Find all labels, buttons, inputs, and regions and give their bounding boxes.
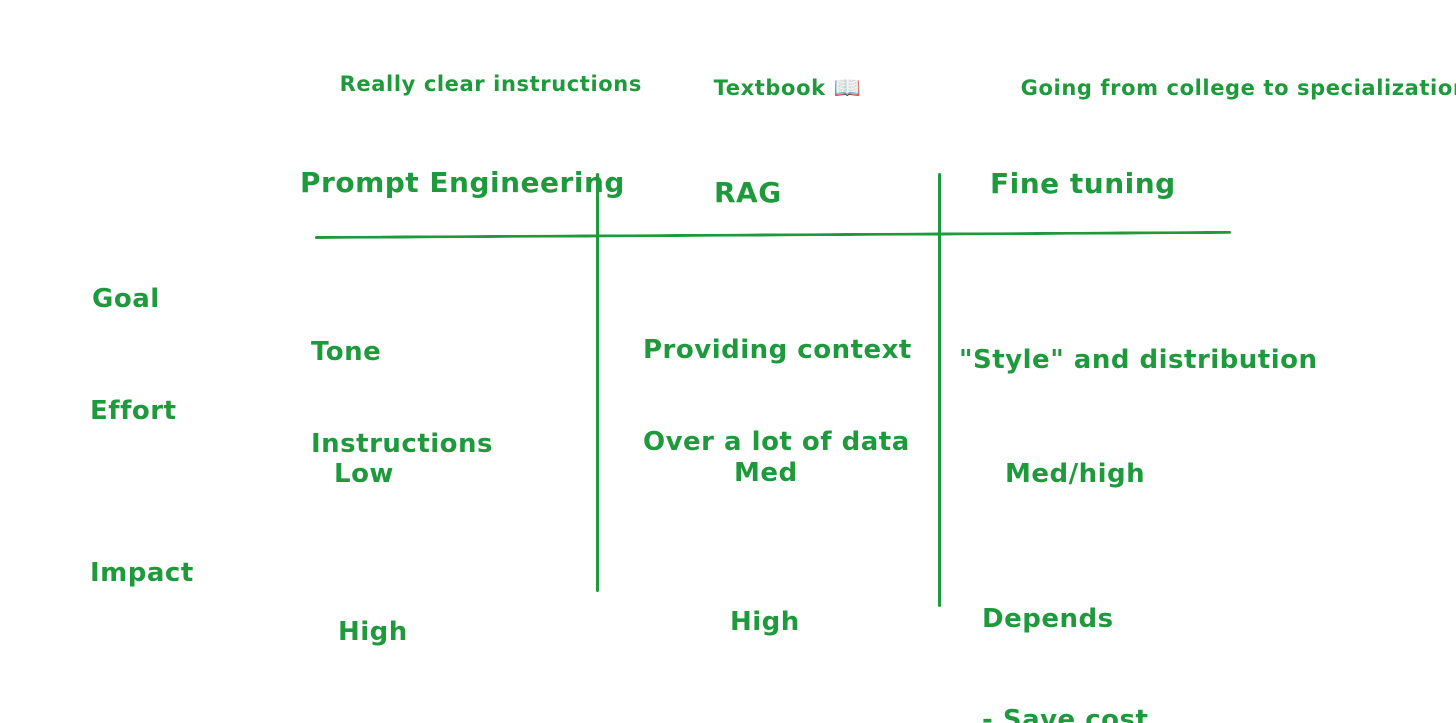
annotation-prompt-engineering-text: Really clear instructions	[339, 71, 642, 96]
cell-effort-fine-tuning: Med/high	[1005, 398, 1145, 551]
row-label-goal: Goal	[92, 284, 160, 314]
cell-text-line: Providing context	[643, 335, 912, 366]
column-divider-1	[596, 173, 599, 592]
column-header-fine-tuning: Fine tuning	[990, 167, 1176, 200]
cell-impact-prompt-engineering: High	[338, 556, 408, 709]
cell-impact-rag: High	[730, 546, 800, 699]
cell-impact-fine-tuning: Depends - Save cost - Reduce latency	[982, 535, 1234, 723]
cell-text-line: Low	[334, 459, 394, 490]
column-divider-2	[938, 173, 941, 607]
cell-text-line: Med/high	[1005, 459, 1146, 490]
header-underline	[314, 230, 1231, 239]
cell-text-line: Tone	[311, 337, 382, 368]
row-label-effort: Effort	[90, 396, 177, 426]
open-book-icon: 📖	[833, 75, 862, 101]
cell-goal-prompt-engineering: Tone Instructions	[311, 276, 493, 521]
cell-effort-rag: Med	[734, 397, 798, 550]
annotation-rag-text: Textbook	[713, 75, 834, 100]
cell-text-line: Med	[734, 458, 798, 489]
column-header-prompt-engineering: Prompt Engineering	[300, 166, 625, 199]
cell-text-line: "Style" and distribution	[959, 345, 1318, 376]
cell-text-line: High	[730, 607, 800, 638]
cell-effort-prompt-engineering: Low	[334, 398, 394, 551]
annotation-rag: Textbook 📖	[682, 51, 862, 126]
cell-goal-fine-tuning: "Style" and distribution	[959, 284, 1318, 437]
cell-text-line: Instructions	[311, 429, 494, 460]
annotation-fine-tuning: Going from college to specialization	[989, 51, 1456, 125]
cell-text-line: High	[338, 617, 408, 648]
cell-goal-rag: Providing context Over a lot of data	[643, 274, 912, 519]
cell-text-line: Over a lot of data	[643, 427, 910, 458]
cell-text-line: - Save cost	[982, 704, 1149, 723]
annotation-fine-tuning-text: Going from college to specialization	[1020, 75, 1456, 100]
annotation-prompt-engineering: Really clear instructions	[308, 47, 642, 121]
column-header-rag: RAG	[714, 176, 782, 209]
cell-text-line: Depends	[982, 603, 1114, 634]
row-label-impact: Impact	[90, 558, 194, 588]
